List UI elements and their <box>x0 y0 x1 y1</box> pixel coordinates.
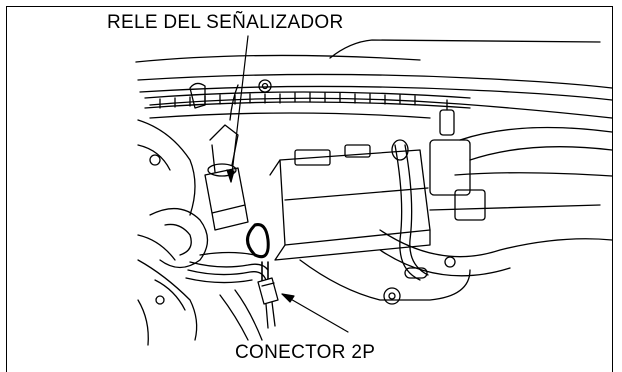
leader-lines <box>226 35 349 333</box>
relay-leader-line <box>230 35 249 183</box>
wire-harness <box>185 223 270 286</box>
left-components <box>137 119 209 346</box>
connector-leader-line <box>281 293 349 333</box>
figure-frame <box>6 6 613 372</box>
right-components <box>379 99 613 277</box>
central-unit <box>269 139 471 305</box>
lower-tubes <box>219 289 263 341</box>
relay-callout-label: RELE DEL SEÑALIZADOR <box>107 12 344 33</box>
connector-callout-label: CONECTOR 2P <box>235 342 376 363</box>
frame-tubes <box>135 39 613 119</box>
connector-2p <box>257 277 279 329</box>
